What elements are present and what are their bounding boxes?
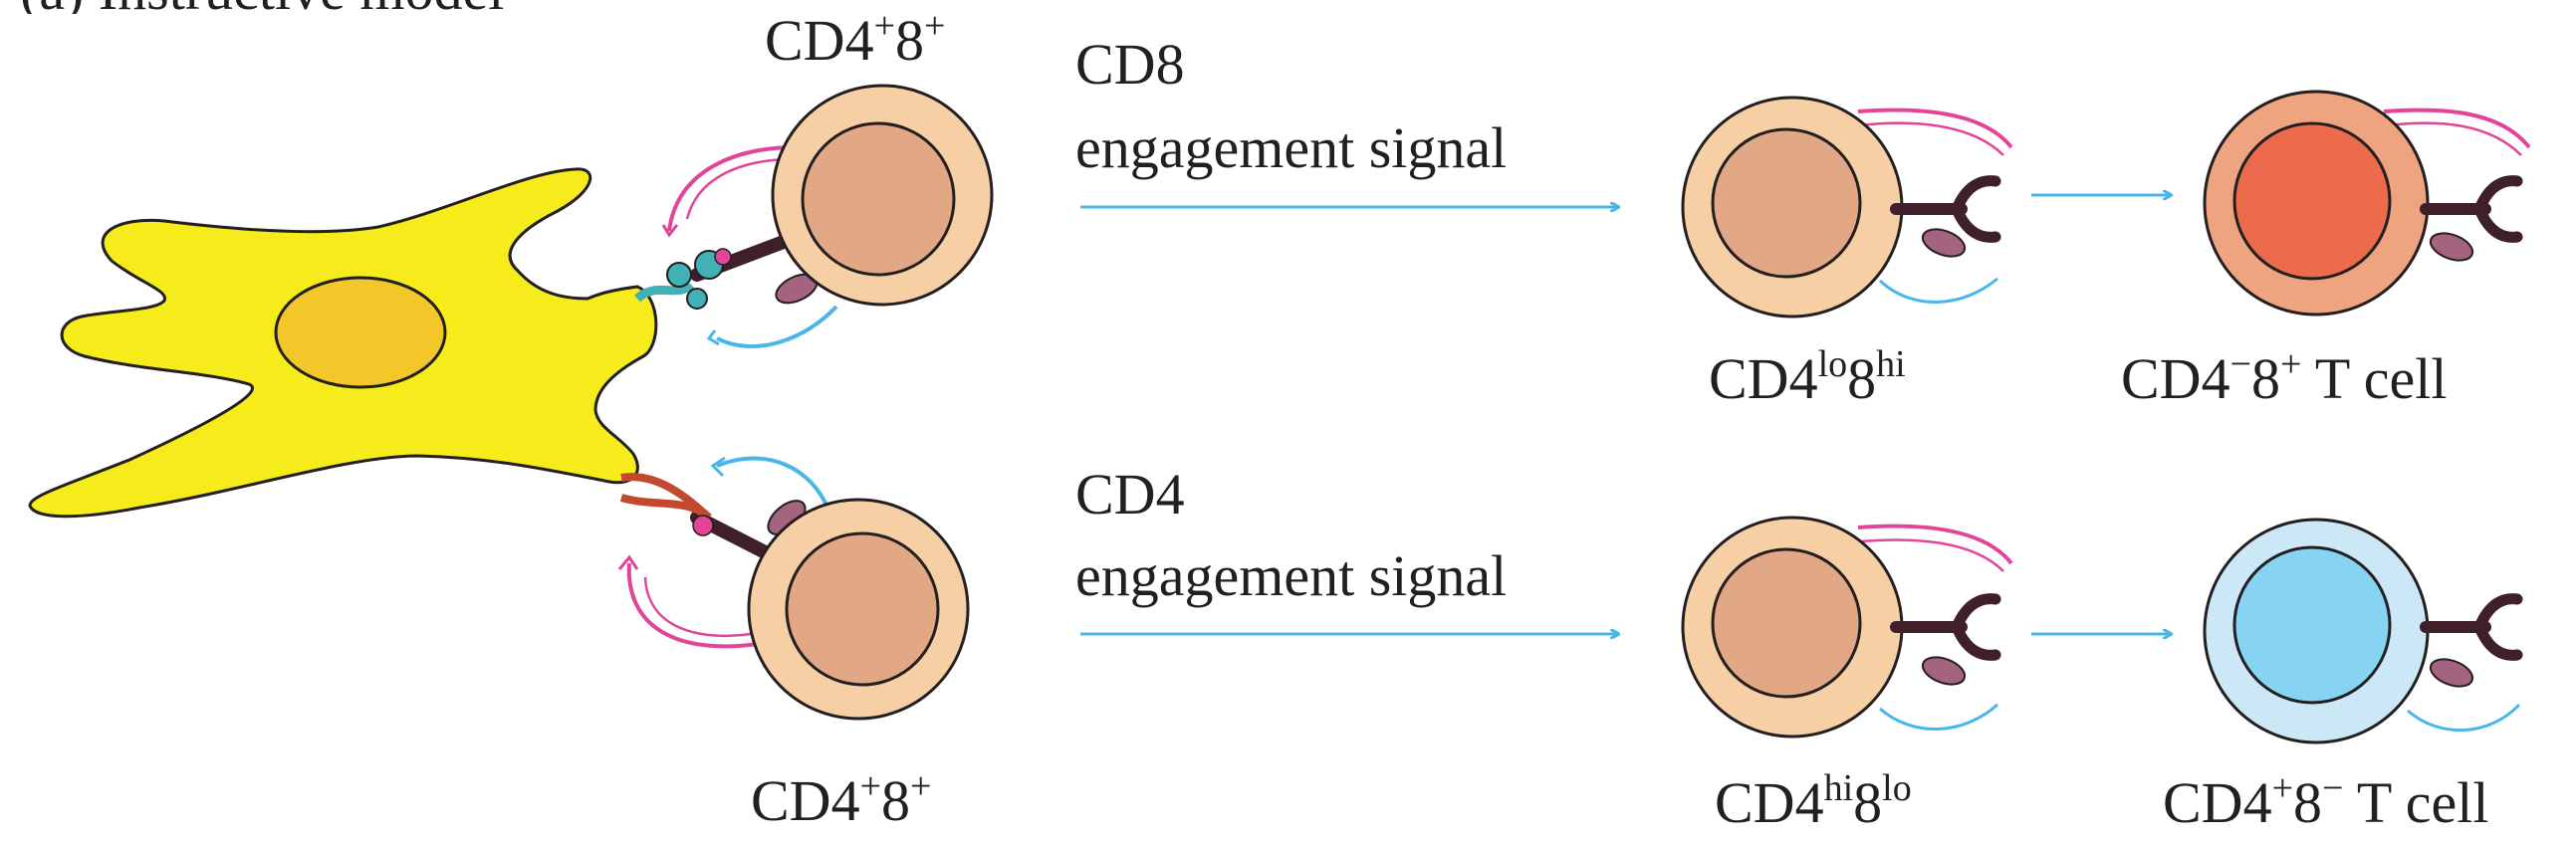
top-left-cell-nucleus <box>801 121 956 277</box>
cd8-title: CD8 <box>1075 32 1185 97</box>
label-superscript: lo <box>1817 343 1848 385</box>
antigen-presenting-cell <box>28 167 658 519</box>
label-part: CD4 <box>751 768 860 833</box>
mhc-class-2-icon <box>619 473 714 536</box>
label-superscript: + <box>2280 343 2302 385</box>
cd4-t-cell-label: CD4+8− T cell <box>2163 769 2489 832</box>
label-superscript: − <box>2229 343 2252 385</box>
top-left-label: CD4+8+ <box>765 7 945 70</box>
bottom-left-cd4-arc-icon <box>716 456 830 511</box>
label-superscript: lo <box>1882 767 1912 809</box>
label-part: 8 <box>1847 346 1877 411</box>
label-part: 8 <box>2251 346 2281 411</box>
bottom-left-cd8-arc-icon <box>626 562 766 649</box>
label-superscript: − <box>2322 767 2344 809</box>
top-left-thymocyte <box>633 84 994 348</box>
label-superscript: + <box>910 765 932 807</box>
label-superscript: hi <box>1823 767 1854 809</box>
bottom-left-thymocyte <box>617 456 970 721</box>
label-part: CD4 <box>1709 346 1818 411</box>
label-part: 8 <box>1853 770 1883 835</box>
cd8-t-cell-label: CD4−8+ T cell <box>2121 345 2448 408</box>
label-part: 8 <box>895 8 925 73</box>
label-superscript: + <box>924 5 946 47</box>
cd4-t-cell <box>2203 518 2523 744</box>
top-left-cd4-arc-icon <box>716 305 838 348</box>
label-part: CD4 <box>2163 770 2272 835</box>
bottom-left-cell-nucleus <box>785 531 940 687</box>
cd4hi-8lo-label: CD4hi8lo <box>1715 769 1912 832</box>
apc-nucleus <box>274 276 447 389</box>
cut-off-header: (a) Instructive model <box>0 0 637 14</box>
label-superscript: hi <box>1876 343 1906 385</box>
label-superscript: + <box>859 765 882 807</box>
cut-off-header-text: (a) Instructive model <box>20 0 504 14</box>
label-part: T cell <box>2301 346 2448 411</box>
cd4lo-8hi-label: CD4lo8hi <box>1709 345 1906 408</box>
label-part: CD4 <box>1715 770 1824 835</box>
label-superscript: + <box>2271 767 2294 809</box>
cd4-t-cell-tcr-icon <box>2420 593 2523 661</box>
bottom-left-label: CD4+8+ <box>751 767 931 830</box>
cd4-signal-label: engagement signal <box>1075 543 1508 608</box>
label-part: CD4 <box>2121 346 2230 411</box>
cd8-t-cell <box>2203 90 2531 316</box>
label-part: 8 <box>2293 770 2323 835</box>
label-part: 8 <box>881 768 911 833</box>
cd4lo-8hi-tcr-icon <box>1890 175 2001 243</box>
label-part: CD4 <box>765 8 874 73</box>
mhc-class-1-icon <box>633 248 732 310</box>
cd4hi-8lo-tcr-icon <box>1890 593 2001 661</box>
cd8-signal-label: engagement signal <box>1075 115 1508 180</box>
cd4-title: CD4 <box>1075 462 1185 527</box>
cd4lo-8hi-cell <box>1681 96 2013 318</box>
label-superscript: + <box>873 5 896 47</box>
cd4hi-8lo-cell <box>1681 516 2013 738</box>
top-left-cd8-arc-icon <box>667 145 798 232</box>
label-part: T cell <box>2343 770 2489 835</box>
cd8-t-cell-tcr-icon <box>2420 175 2523 243</box>
